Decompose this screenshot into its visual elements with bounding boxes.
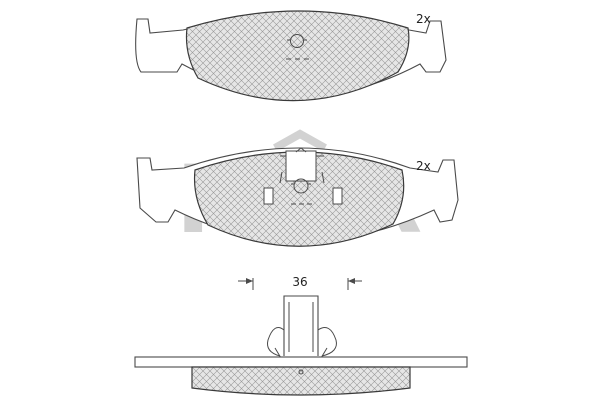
spring-clip-body [283,295,319,356]
dim-right-arrow [348,278,355,284]
middle-pad-view: 2x [136,147,459,247]
middle-center-circle [293,178,309,194]
spring-clip-inner [288,302,314,352]
left-abutment-tab [263,187,274,205]
top-friction-pad [185,10,410,102]
middle-quantity-label: 2x [416,159,431,173]
spring-right-arm [317,327,337,357]
side-view: 36 [134,275,468,396]
top-quantity-label: 2x [416,12,431,26]
clip-legs [279,171,325,184]
watermark-roof [273,129,327,152]
top-center-mark [286,34,309,60]
dimension-36: 36 [238,275,362,290]
dimension-value: 36 [292,275,307,289]
top-pad-view: 2x [135,10,447,102]
middle-clip [279,147,325,205]
side-center-pin [298,369,304,375]
top-center-circle [290,34,304,48]
right-abutment-tab [332,187,343,205]
dim-left-arrow [246,278,253,284]
side-spring-clip [267,295,337,359]
clip-body [285,150,317,182]
clip-notch [295,147,307,153]
side-friction-material [191,366,411,396]
spring-hooks [274,347,328,359]
spring-left-arm [267,327,285,357]
side-backing-plate [134,356,468,368]
